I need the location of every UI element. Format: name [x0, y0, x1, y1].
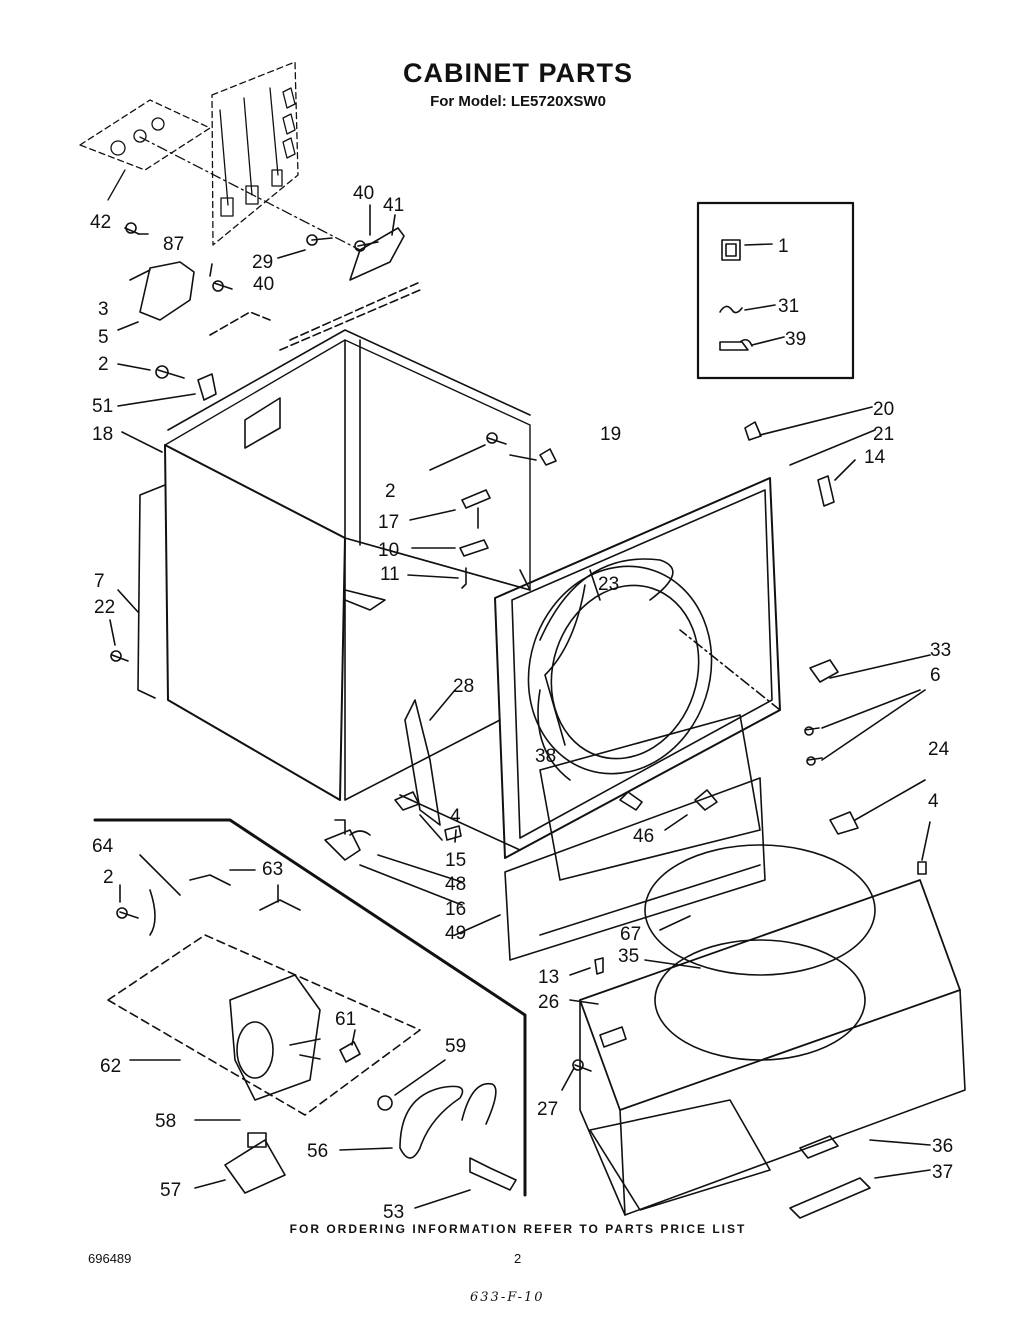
label-64: 64: [92, 836, 114, 857]
label-58: 58: [155, 1111, 176, 1132]
middle-small-parts: [324, 432, 601, 936]
top-left-hardware: [79, 61, 361, 251]
label-16: 16: [445, 899, 466, 920]
label-42: 42: [90, 212, 111, 233]
label-87: 87: [163, 234, 184, 255]
label-49: 49: [445, 923, 466, 944]
label-37: 37: [932, 1162, 953, 1183]
label-40b: 40: [253, 274, 274, 295]
label-56: 56: [307, 1141, 328, 1162]
label-51: 51: [92, 396, 113, 417]
label-3: 3: [98, 299, 109, 320]
label-2b: 2: [385, 481, 396, 502]
label-13: 13: [538, 967, 559, 988]
label-53: 53: [383, 1202, 404, 1223]
label-11: 11: [380, 564, 400, 585]
label-35: 35: [618, 946, 639, 967]
label-48: 48: [445, 874, 466, 895]
label-41: 41: [383, 195, 404, 216]
label-27: 27: [537, 1099, 558, 1120]
inset-parts-box: [696, 201, 855, 380]
label-7: 7: [94, 571, 105, 592]
label-23: 23: [598, 574, 619, 595]
label-57: 57: [160, 1180, 181, 1201]
clip-part-icon: [721, 239, 741, 261]
label-5: 5: [98, 327, 109, 348]
wire-part-icon: [719, 305, 743, 314]
label-15: 15: [445, 850, 466, 871]
bracket-part-icon: [719, 338, 753, 351]
label-29: 29: [252, 252, 273, 273]
label-63: 63: [262, 859, 283, 880]
front-panel: [494, 406, 931, 961]
label-22: 22: [94, 597, 115, 618]
label-62: 62: [100, 1056, 121, 1077]
label-2a: 2: [98, 354, 109, 375]
ordering-note: FOR ORDERING INFORMATION REFER TO PARTS …: [289, 1222, 747, 1236]
label-14: 14: [864, 447, 886, 468]
handwritten-note: 633-F-10: [470, 1290, 545, 1305]
label-38: 38: [535, 746, 556, 767]
cabinet-body: [109, 329, 531, 801]
label-2c: 2: [103, 867, 114, 888]
label-59: 59: [445, 1036, 466, 1057]
label-61: 61: [335, 1009, 356, 1030]
base-assembly: [561, 779, 966, 1219]
label-67: 67: [620, 924, 641, 945]
label-18: 18: [92, 424, 113, 445]
label-6: 6: [930, 665, 941, 686]
label-46: 46: [633, 826, 654, 847]
label-4a: 4: [928, 791, 939, 812]
label-19: 19: [600, 424, 621, 445]
model-subtitle: For Model: LE5720XSW0: [430, 93, 606, 110]
label-31: 31: [778, 296, 799, 317]
part-callouts: 1 31 39 42 87 29 40 41 40 3 5 2 51 18 19…: [90, 183, 953, 1223]
document-number: 696489: [88, 1251, 132, 1266]
label-28: 28: [453, 676, 474, 697]
label-20: 20: [873, 399, 894, 420]
page-title: CABINET PARTS: [402, 58, 633, 88]
label-40a: 40: [353, 183, 374, 204]
page-number: 2: [514, 1251, 522, 1266]
label-26: 26: [538, 992, 559, 1013]
motor-assembly: [93, 818, 527, 1209]
upper-left-fasteners: [117, 204, 421, 407]
label-21: 21: [873, 424, 894, 445]
label-1: 1: [778, 236, 789, 257]
label-36: 36: [932, 1136, 953, 1157]
label-10: 10: [378, 540, 399, 561]
label-17: 17: [378, 512, 399, 533]
label-24: 24: [928, 739, 950, 760]
label-39: 39: [785, 329, 806, 350]
label-4b: 4: [450, 806, 461, 827]
label-33: 33: [930, 640, 951, 661]
